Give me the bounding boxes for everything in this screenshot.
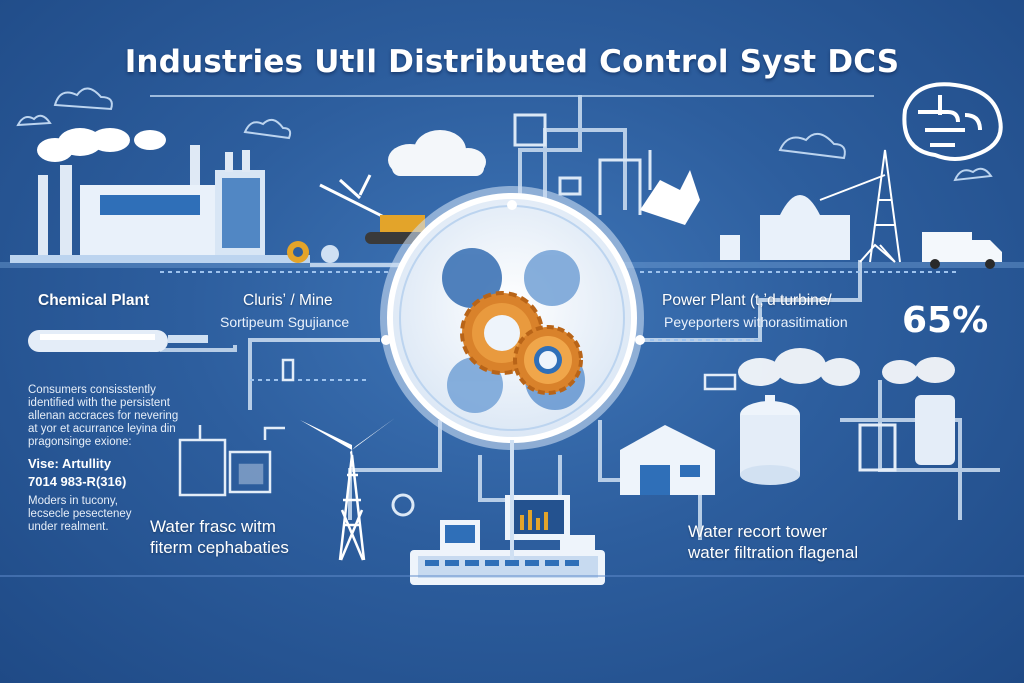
paragraph-line: allenan accraces for nevering xyxy=(28,410,179,422)
truck-icon xyxy=(922,232,1002,269)
paragraph-line: identified with the persistent xyxy=(28,397,170,409)
page-title: Industries UtIl Distributed Control Syst… xyxy=(124,44,900,80)
label-water-right-subtitle: water filtration flagenal xyxy=(688,543,859,562)
label-power-plant-subtitle: Peyeporters withorasitimation xyxy=(664,314,848,330)
monitor-icon xyxy=(505,495,570,540)
paragraph-line: pragonsinge exione: xyxy=(28,436,132,448)
factory-icon xyxy=(10,128,310,263)
vise-number: 7014 983-R(316) xyxy=(28,474,127,489)
percentage-stat: 65% xyxy=(902,300,989,341)
left-paragraph: Consumers consisstently identified with … xyxy=(28,384,238,449)
modes-text: Moders in tucony, lecsecle pesecteney un… xyxy=(28,495,178,534)
warehouse-icon xyxy=(620,425,715,495)
label-water-left: Water frasc witm xyxy=(150,517,276,536)
transmission-tower-icon xyxy=(819,149,901,263)
tank-icon xyxy=(703,373,955,485)
vise-label: Vise: Artullity xyxy=(28,456,112,471)
label-water-right: Water recort tower xyxy=(688,522,828,541)
modes-line: under realment. xyxy=(28,521,109,533)
modes-line: Moders in tucony, xyxy=(28,495,118,507)
label-water-left-subtitle: fiterm cephabaties xyxy=(150,538,289,557)
brain-icon xyxy=(902,82,1003,161)
modes-line: lecsecle pesecteney xyxy=(28,508,132,520)
label-power-plant: Power Plant (t,ʼd turbine/ xyxy=(662,292,832,309)
cloud-icon xyxy=(388,130,486,176)
title-divider xyxy=(150,95,874,97)
label-mine-subtitle: Sortipeum Sgujiance xyxy=(220,314,350,330)
paragraph-line: Consumers consisstently xyxy=(28,384,156,396)
label-chemical-plant: Chemical Plant xyxy=(38,292,150,309)
label-mine-title: Clurisʼ / Mine xyxy=(243,292,333,309)
gear-icon xyxy=(391,493,415,517)
gear-icon xyxy=(513,325,583,395)
paragraph-line: at yor et acurrance leyina din xyxy=(28,423,176,435)
